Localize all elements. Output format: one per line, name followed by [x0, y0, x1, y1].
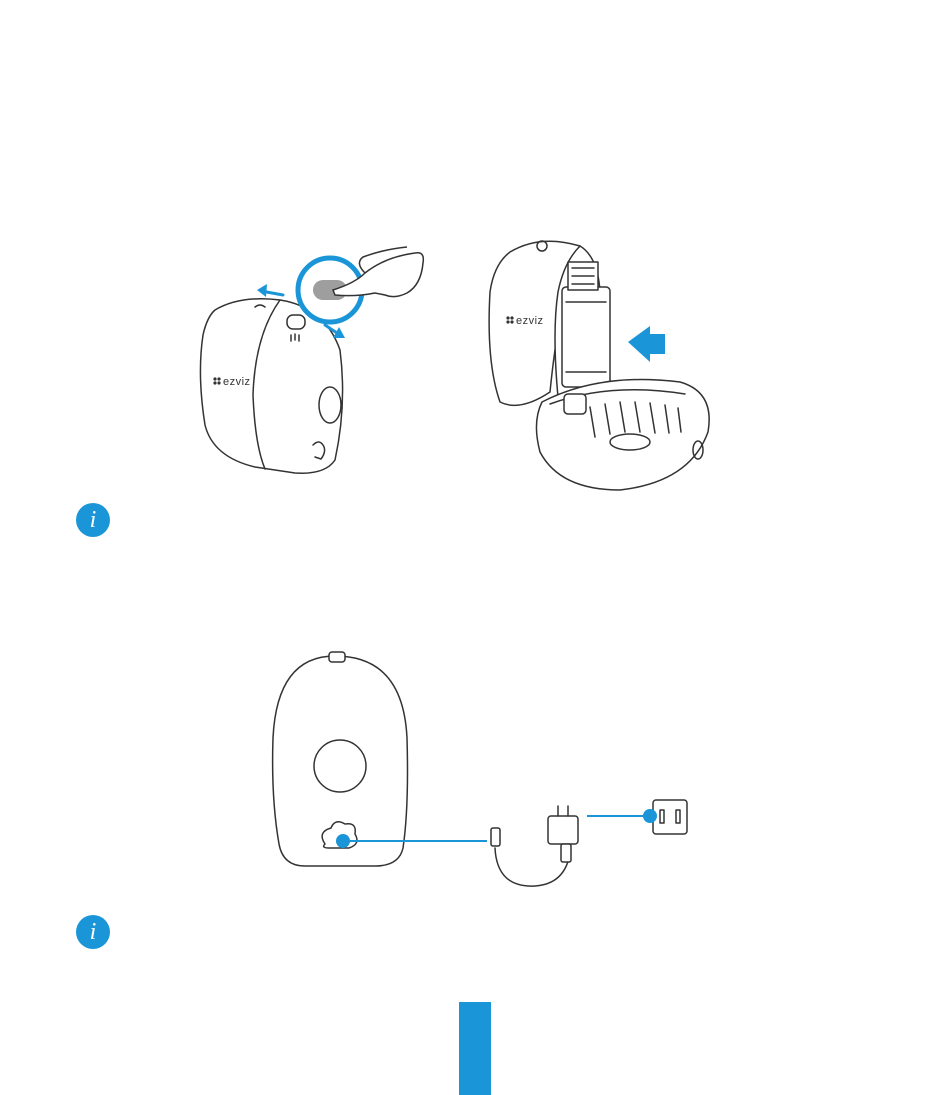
camera-release-figure: ezviz [185, 235, 455, 480]
svg-text:ezviz: ezviz [516, 315, 544, 327]
wall-outlet [653, 800, 687, 834]
charging-figure [265, 648, 705, 898]
page-tab [459, 1002, 491, 1095]
power-adapter [548, 806, 578, 862]
info-icon: i [76, 915, 110, 949]
battery-insert-figure: ezviz [480, 232, 720, 492]
usb-cable [495, 848, 570, 886]
svg-text:ezviz: ezviz [223, 376, 251, 388]
info-icon: i [76, 503, 110, 537]
insert-arrow [628, 326, 665, 362]
